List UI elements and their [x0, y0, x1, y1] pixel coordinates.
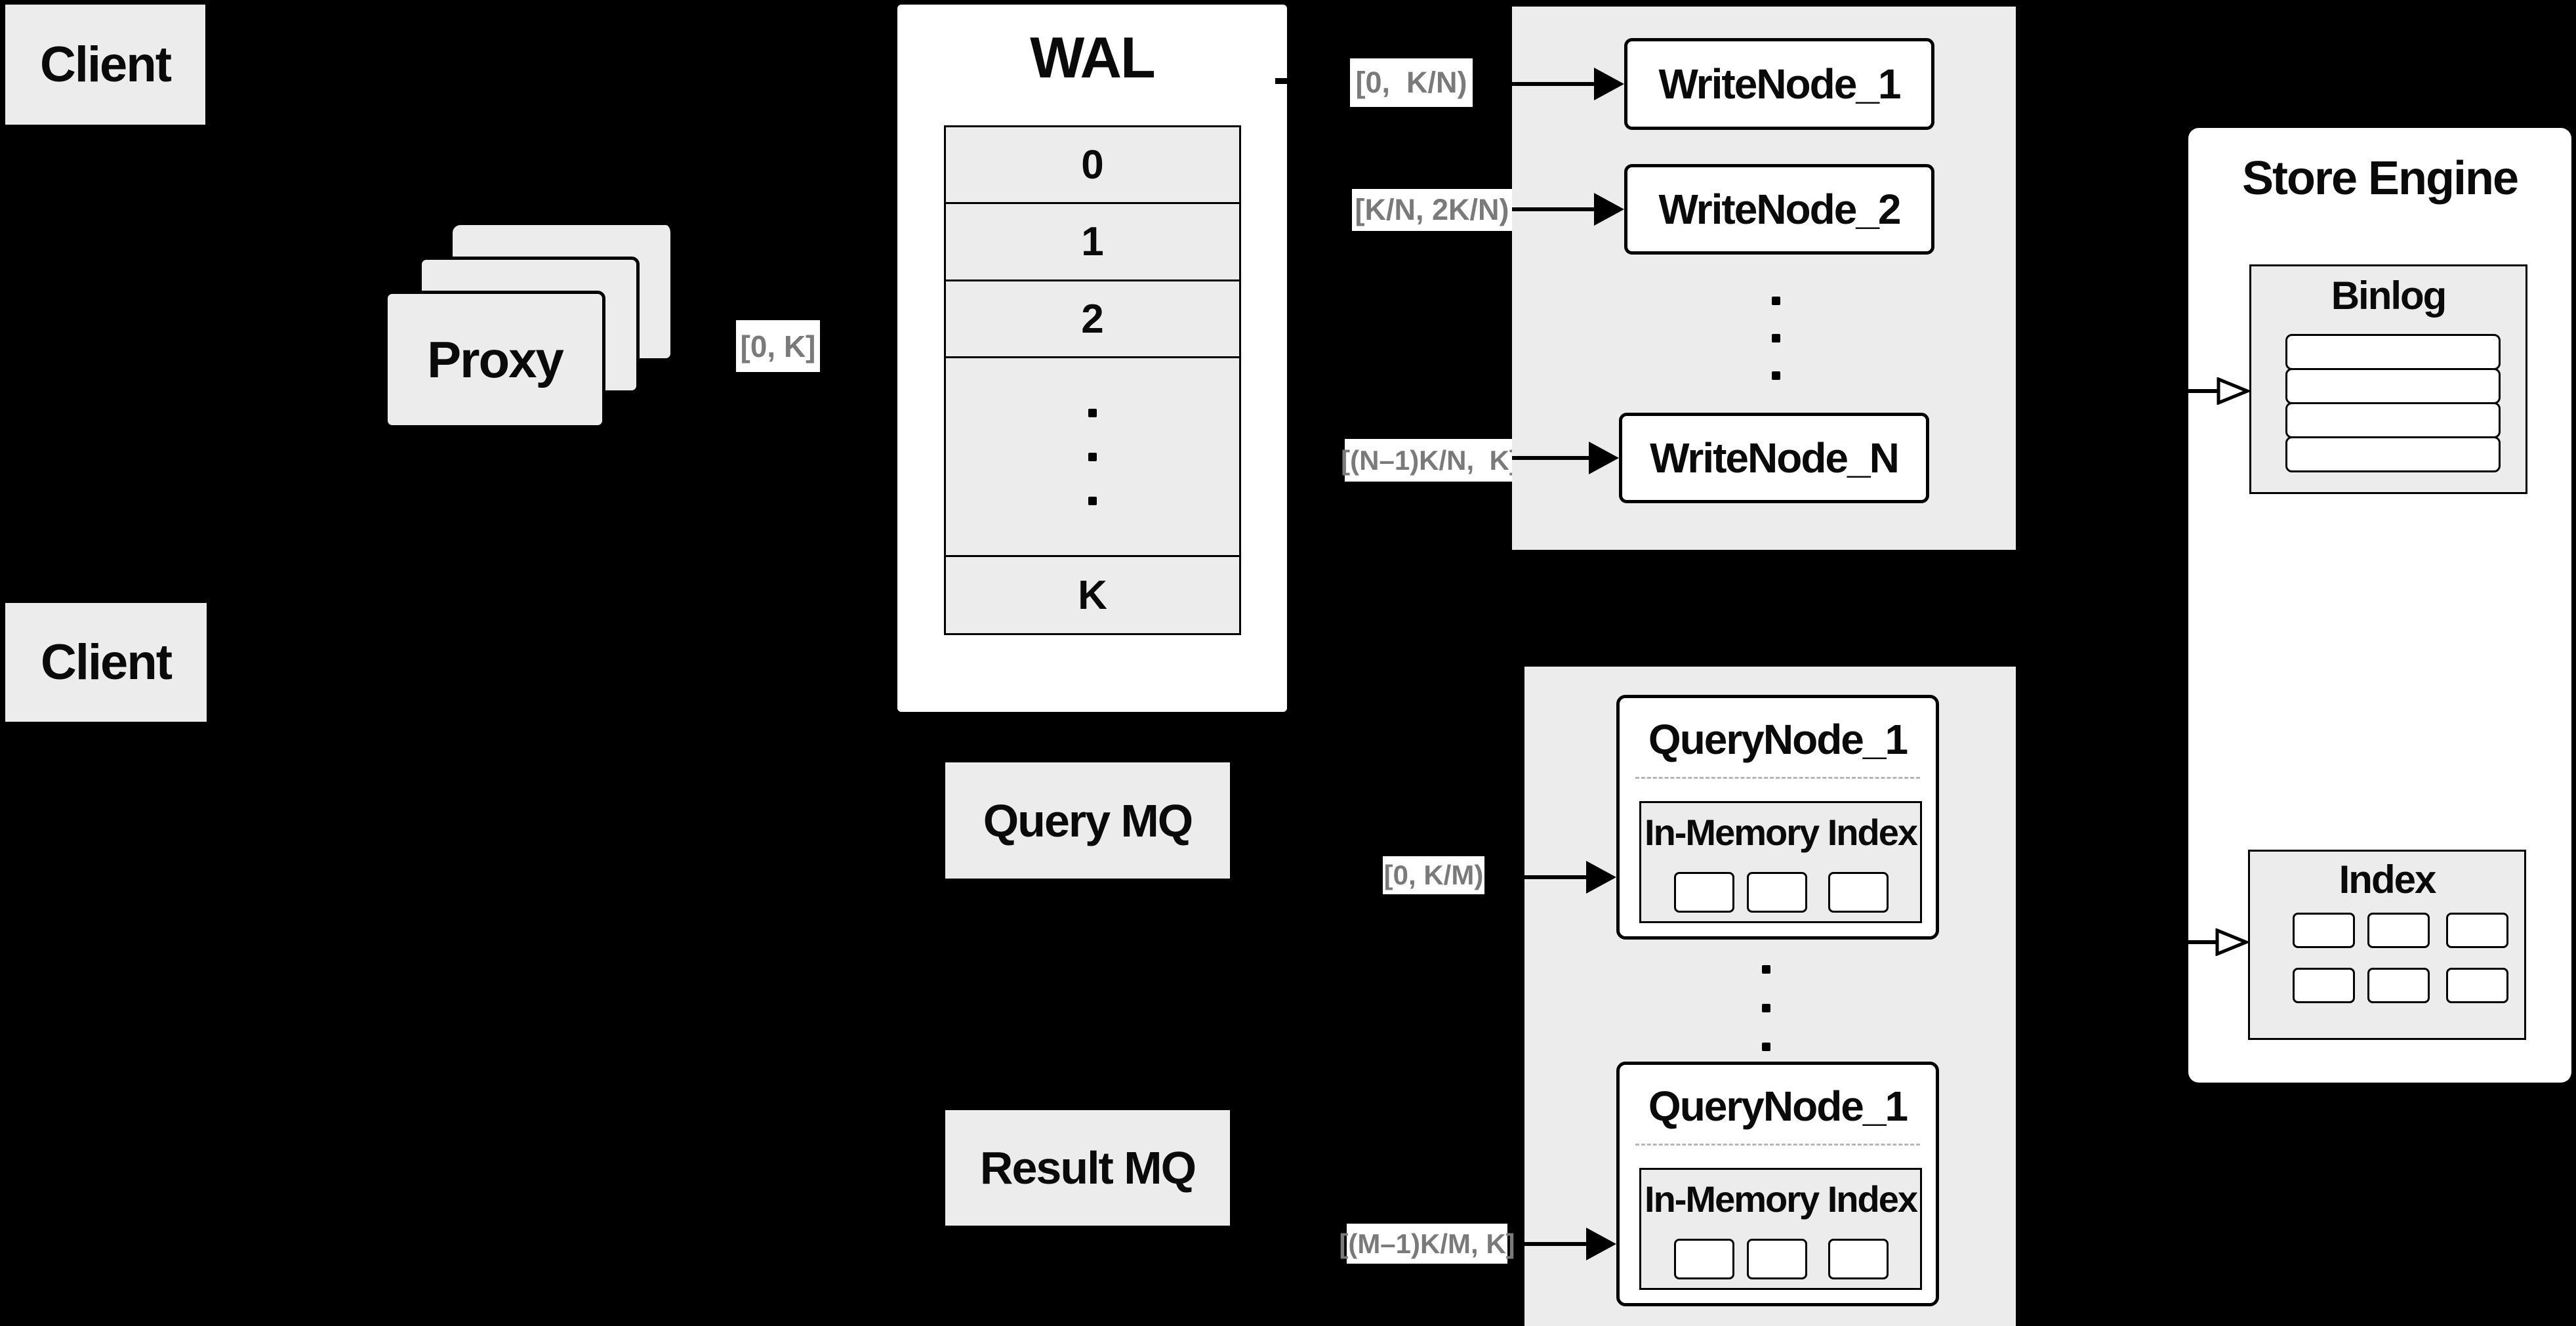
result-mq-box: Result MQ — [945, 1110, 1230, 1226]
binlog-row — [2285, 334, 2501, 370]
index-file — [2446, 913, 2508, 948]
write-node-ellipsis-dots — [1772, 282, 1780, 394]
range-label-proxy-out: [0, K] — [736, 320, 820, 372]
index-file — [2293, 968, 2355, 1003]
range-label-query-last: [(M–1)K/M, K] — [1339, 1224, 1515, 1264]
write-node-1: WriteNode_1 — [1624, 38, 1934, 130]
query-node-panel: QueryNode_1 In-Memory Index QueryNode_1 … — [1524, 667, 2016, 1326]
wal-row-ellipsis — [946, 358, 1239, 557]
index-segment — [1674, 1239, 1734, 1279]
index-segment — [1828, 872, 1889, 913]
write-node-2: WriteNode_2 — [1624, 164, 1934, 255]
index-file — [2367, 913, 2430, 948]
index-segment — [1674, 872, 1734, 913]
in-memory-index-top: In-Memory Index — [1639, 801, 1922, 923]
wal-ellipsis-dots — [1088, 391, 1097, 523]
range-label-write-1: [0, K/N) — [1350, 58, 1473, 107]
index-segment — [1747, 1239, 1807, 1279]
range-label-write-2: [K/N, 2K/N) — [1352, 189, 1512, 231]
write-node-panel: WriteNode_1 WriteNode_2 WriteNode_N — [1512, 7, 2016, 550]
client-box-top: Client — [5, 5, 205, 125]
index-box: Index — [2248, 850, 2526, 1040]
binlog-row — [2285, 368, 2501, 404]
index-file — [2367, 968, 2430, 1003]
in-memory-index-top-title: In-Memory Index — [1645, 812, 1918, 853]
wal-row-0: 0 — [946, 127, 1239, 204]
open-arrowhead-icon — [2217, 377, 2249, 405]
index-file — [2446, 968, 2508, 1003]
binlog-row — [2285, 402, 2501, 438]
client-box-bottom: Client — [5, 603, 207, 722]
range-label-write-n: [(N–1)K/N, K] — [1341, 439, 1519, 482]
index-title: Index — [2339, 858, 2437, 901]
proxy-box: Proxy — [384, 291, 605, 428]
wal-row-k: K — [1078, 572, 1107, 618]
query-node-top: QueryNode_1 In-Memory Index — [1616, 695, 1939, 940]
index-segment — [1828, 1239, 1889, 1279]
binlog-box: Binlog — [2249, 264, 2527, 494]
query-node-ellipsis-dots — [1762, 950, 1770, 1066]
wal-title: WAL — [1030, 25, 1156, 90]
binlog-rows — [2285, 334, 2501, 472]
index-segment — [1747, 872, 1807, 913]
query-mq-box: Query MQ — [945, 762, 1230, 879]
query-node-bottom-separator — [1635, 1144, 1920, 1146]
wal-row-2: 2 — [946, 281, 1239, 358]
wal-table: 0 1 2 K — [944, 125, 1241, 635]
in-memory-index-bottom-title: In-Memory Index — [1645, 1178, 1918, 1220]
store-engine-title: Store Engine — [2241, 152, 2519, 205]
query-node-top-title: QueryNode_1 — [1648, 716, 1908, 763]
wal-row-1: 1 — [946, 204, 1239, 281]
open-arrowhead-icon — [2215, 928, 2248, 956]
in-memory-index-bottom: In-Memory Index — [1639, 1168, 1922, 1290]
query-node-bottom: QueryNode_1 In-Memory Index — [1616, 1062, 1939, 1306]
wal-box: WAL 0 1 2 K — [897, 5, 1288, 712]
wal-out-arrow-tail — [1275, 78, 1288, 84]
range-label-query-first: [0, K/M) — [1383, 856, 1484, 894]
store-engine-box: Store Engine Binlog Index — [2188, 128, 2571, 1083]
write-node-n: WriteNode_N — [1619, 413, 1929, 503]
binlog-row — [2285, 436, 2501, 472]
query-node-top-separator — [1635, 777, 1920, 779]
query-node-bottom-title: QueryNode_1 — [1648, 1083, 1908, 1130]
index-file — [2293, 913, 2355, 948]
binlog-title: Binlog — [2331, 274, 2447, 318]
